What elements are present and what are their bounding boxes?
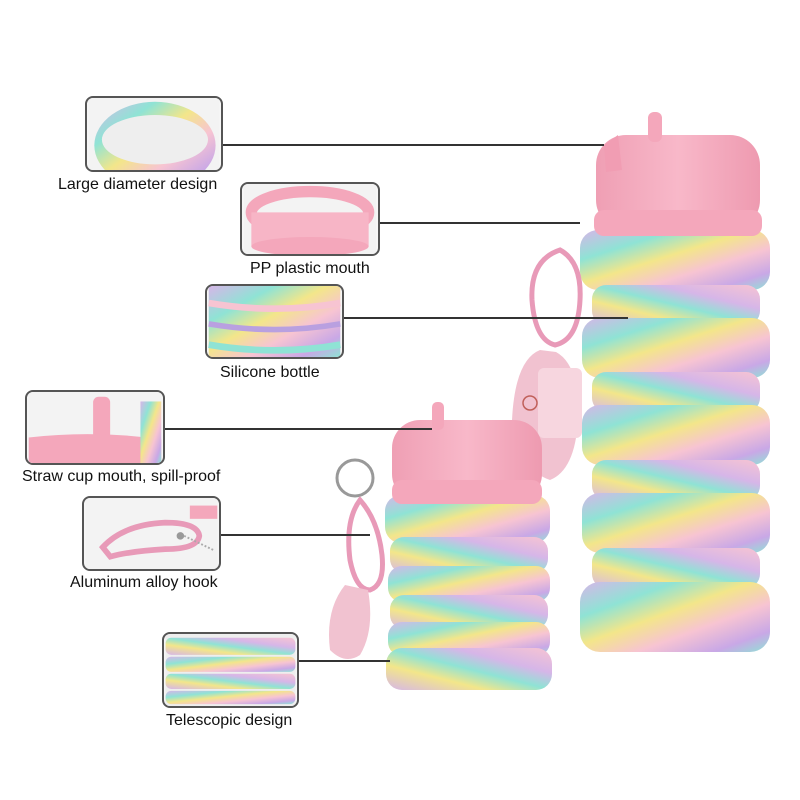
wide-rim-thumbnail	[85, 96, 223, 172]
feature-label-alloy-hook: Aluminum alloy hook	[70, 574, 218, 591]
leader-line-telescopic	[298, 660, 390, 662]
feature-label-large-diameter: Large diameter design	[58, 176, 218, 193]
tall-bottle	[580, 112, 770, 652]
feature-label-pp-mouth: PP plastic mouth	[250, 260, 370, 277]
small-bottle-hook	[329, 458, 385, 659]
pink-ring-thumbnail	[240, 182, 380, 256]
straw-lid-thumbnail	[25, 390, 165, 465]
leader-line-alloy-hook	[220, 534, 370, 536]
silicone-folds-thumbnail	[205, 284, 344, 359]
stacked-rings-thumbnail	[162, 632, 299, 708]
feature-label-straw-mouth: Straw cup mouth, spill-proof	[22, 468, 221, 485]
carabiner-thumbnail	[82, 496, 221, 571]
leader-line-pp-mouth	[380, 222, 580, 224]
feature-label-telescopic: Telescopic design	[166, 712, 293, 729]
leader-line-large-diameter	[222, 144, 604, 146]
leader-line-silicone-bottle	[343, 317, 628, 319]
small-bottle	[385, 402, 552, 690]
feature-label-silicone-bottle: Silicone bottle	[220, 364, 320, 381]
leader-line-straw-mouth	[164, 428, 432, 430]
